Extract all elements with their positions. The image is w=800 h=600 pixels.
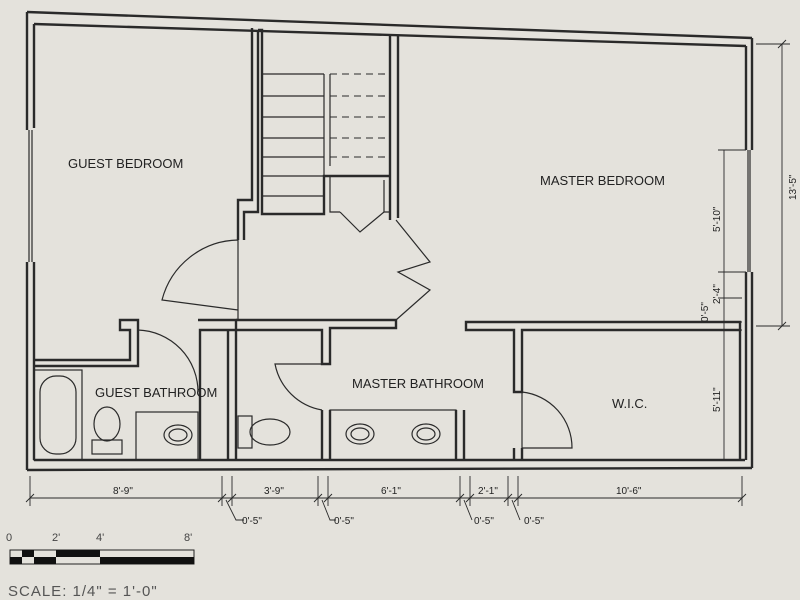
wic-door (521, 391, 573, 449)
master-bath-north-wall (464, 320, 742, 394)
guest-vanity (135, 411, 199, 461)
overall-dimension-label: 13'-5" (788, 174, 799, 200)
master-bedroom-bifold-door (395, 219, 432, 321)
linen-closet (329, 176, 390, 213)
bottom-dimensions: 8'-9" 3'-9" 6'-1" 2'-1" 10'-6" 0'-5" 0'-… (25, 476, 747, 527)
guest-bedroom-east-wall (236, 28, 260, 240)
hall-partition (236, 318, 398, 366)
room-label-master-bedroom: MASTER BEDROOM (540, 173, 665, 188)
right-window (747, 150, 751, 272)
dimension-label: 2'-1" (478, 486, 498, 497)
top-wall (26, 10, 753, 48)
scale-segment (100, 557, 194, 564)
scale-tick-label: 2' (52, 532, 60, 544)
room-label-guest-bathroom: GUEST BATHROOM (95, 385, 217, 400)
left-window (28, 130, 33, 262)
fixtures (33, 369, 457, 461)
closet-bifold-door (339, 211, 385, 233)
stairs (262, 73, 390, 214)
window-dimension-ticks (718, 149, 746, 331)
room-label-guest-bedroom: GUEST BEDROOM (68, 156, 183, 171)
stair-enclosure (258, 28, 400, 220)
guest-bedroom-door (161, 239, 239, 320)
scale-segment (22, 550, 34, 557)
small-dimension-label: 0'-5" (700, 302, 711, 322)
scale-tick-label: 8' (184, 532, 192, 544)
guest-toilet-icon (91, 406, 123, 455)
scale-segment (56, 550, 100, 557)
master-sink-left-icon (345, 423, 375, 445)
wic-dimension-label: 5'-11" (712, 387, 723, 412)
room-label-master-bathroom: MASTER BATHROOM (352, 376, 484, 391)
scale-tick-label: 4' (96, 532, 104, 544)
master-bath-partitions (320, 330, 742, 460)
scale-tick-label: 0 (6, 532, 12, 544)
guest-bath-door (137, 329, 199, 393)
guest-bedroom-south-wall (34, 318, 140, 368)
dimension-label: 10'-6" (616, 486, 642, 497)
stair-handrail (323, 74, 331, 214)
scale-segment (10, 557, 22, 564)
doors (137, 211, 573, 449)
bathtub (33, 369, 83, 461)
offset-label: 0'-5" (474, 516, 494, 527)
master-vanity (329, 409, 457, 461)
right-dimensions: 13'-5" 5'-10" 2'-4" 0'-5" 5'-11" (700, 39, 799, 461)
offset-label: 0'-5" (242, 516, 262, 527)
window-dimension-label: 5'-10" (712, 206, 723, 232)
right-wall (744, 38, 754, 468)
dimension-label: 8'-9" (113, 486, 133, 497)
master-bath-door (274, 363, 330, 411)
scale-bar: 0 2' 4' 8' SCALE: 1/4" = 1'-0" (6, 532, 195, 600)
left-wall (25, 12, 36, 470)
guest-sink-icon (163, 424, 193, 446)
offset-leaders (225, 499, 521, 521)
dimension-label: 3'-9" (264, 486, 284, 497)
scale-segment (34, 557, 56, 564)
bottom-wall (26, 458, 753, 472)
room-label-wic: W.I.C. (612, 396, 647, 411)
bathtub-basin (39, 375, 77, 455)
master-toilet-icon (237, 415, 291, 449)
offset-label: 0'-5" (524, 516, 544, 527)
dimension-ticks (25, 476, 747, 506)
small-dimension-label: 2'-4" (712, 284, 723, 304)
offset-label: 0'-5" (334, 516, 354, 527)
overall-dimension-ticks (756, 39, 790, 331)
master-sink-right-icon (411, 423, 441, 445)
scale-text: SCALE: 1/4" = 1'-0" (8, 583, 158, 600)
dimension-label: 6'-1" (381, 486, 401, 497)
